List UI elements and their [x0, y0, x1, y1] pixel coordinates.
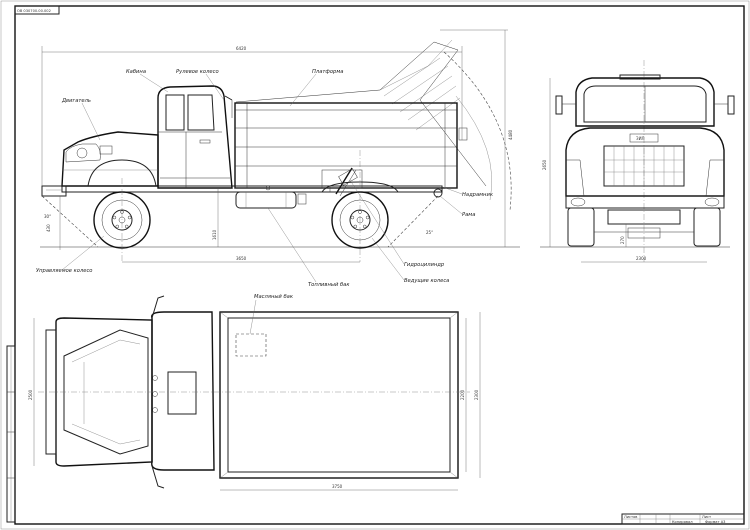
- front-wheel-arch: [87, 159, 157, 187]
- designation-stamp: ОВ 030700.00.002: [14, 5, 60, 15]
- top-mirror-right: [151, 465, 165, 489]
- top-hood-outline: [55, 317, 153, 467]
- front-overhang-value: 430: [46, 224, 51, 232]
- headlight: [76, 147, 88, 159]
- roof-hatch: [167, 371, 197, 415]
- lower-apron: [607, 209, 681, 225]
- cab-side-window: [165, 94, 185, 131]
- format-label: Формат А3: [705, 520, 725, 524]
- top-view: 2500 3750 2200 2300 Масляный бак: [28, 294, 481, 491]
- label-platform: Платформа: [312, 69, 343, 75]
- roof-lights: [619, 74, 661, 80]
- side-view: 30° 25° 6420 3650 430 1610 4480 Кабина Р…: [36, 29, 520, 288]
- cab-width-value: 2500: [28, 389, 33, 400]
- label-cab: Кабина: [126, 69, 146, 75]
- top-hood-panel: [63, 329, 149, 455]
- label-engine: Двигатель: [61, 98, 91, 104]
- cab: [157, 85, 233, 189]
- mid-clearance-value: 1610: [212, 229, 217, 240]
- oil-tank-hidden: [235, 333, 267, 357]
- front-track-value: 2300: [636, 256, 647, 261]
- cab-outline: [157, 85, 233, 189]
- rear-wheel-arch: [321, 181, 399, 193]
- grille-badge: ЗИЛ: [636, 136, 645, 141]
- label-drive-wheels: Ведущие колеса: [404, 278, 449, 284]
- top-cab-outline: [151, 311, 215, 471]
- fog-light-right: [704, 197, 720, 207]
- raised-body-outline: [235, 39, 512, 211]
- label-fuel-tank: Топливный бак: [308, 282, 350, 288]
- raised-height-value: 4480: [508, 129, 513, 140]
- tow-hook: [433, 188, 443, 198]
- copied-label: Копировал: [672, 520, 693, 524]
- approach-angle-line: [41, 195, 99, 248]
- title-block: Копировал Формат А3 Лист Листов: [621, 513, 745, 525]
- front-view-bumper: [565, 195, 725, 209]
- body-length-value: 3750: [332, 484, 343, 489]
- front-view-tyre-left: [567, 207, 595, 247]
- label-steered-wheel: Управляемое колесо: [36, 268, 92, 274]
- hydraulic-cylinder: [335, 167, 358, 197]
- subframe-hinge: [321, 169, 363, 189]
- left-mirror: [555, 95, 563, 115]
- cargo-body-outline: [234, 102, 458, 189]
- fuel-tank: [235, 185, 307, 209]
- front-cab-outline: [575, 77, 715, 127]
- top-body-outline: [219, 311, 459, 479]
- hood: [41, 131, 159, 197]
- label-steering-wheel: Рулевое колесо: [176, 69, 219, 75]
- front-view: ЗИЛ 2650 2300 270: [540, 60, 735, 263]
- label-oil-tank: Масляный бак: [254, 294, 294, 300]
- front-hood-outline: [565, 127, 725, 197]
- headlight-housing: [65, 143, 101, 163]
- wheelbase-value: 3650: [236, 256, 247, 261]
- binding-strip: [6, 345, 16, 523]
- top-mirror-left: [151, 295, 165, 319]
- label-frame: Рама: [462, 212, 475, 218]
- departure-angle-value: 25°: [426, 230, 433, 235]
- chassis-frame: [61, 169, 443, 198]
- inner-width-value: 2200: [460, 389, 465, 400]
- overall-length-value: 6420: [236, 46, 247, 51]
- hood-outline: [61, 131, 159, 187]
- designation-text: ОВ 030700.00.002: [17, 9, 51, 13]
- label-hydraulic-cylinder: Гидроцилиндр: [404, 262, 445, 268]
- approach-angle-value: 30°: [44, 214, 51, 219]
- front-height-value: 2650: [542, 159, 547, 170]
- fog-light-left: [570, 197, 586, 207]
- right-mirror: [727, 95, 735, 115]
- drawing-frame: [14, 5, 745, 525]
- sheets-label: Листов: [624, 515, 637, 519]
- label-subframe: Надрамник: [462, 192, 494, 198]
- front-bumper: [41, 185, 67, 197]
- front-windshield: [583, 85, 707, 123]
- front-clearance-value: 270: [620, 236, 625, 244]
- body-width-value: 2300: [474, 389, 479, 400]
- top-body-inner: [227, 317, 451, 473]
- sheet-label: Лист: [702, 515, 711, 519]
- front-view-tyre-right: [693, 207, 721, 247]
- departure-angle-line: [387, 195, 439, 248]
- cab-door-window: [187, 94, 215, 131]
